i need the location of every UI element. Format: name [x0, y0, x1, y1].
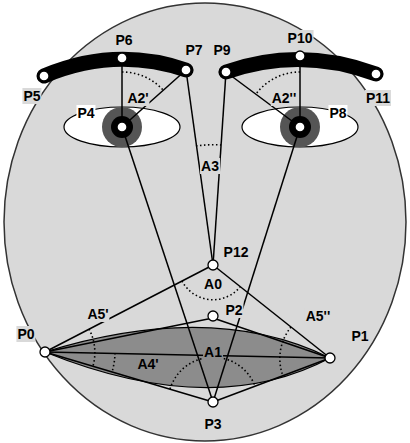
point-label: A1 [203, 344, 223, 360]
mouth [45, 327, 330, 387]
point-label: P5 [22, 88, 41, 104]
point-label: P2 [224, 302, 243, 318]
point-label: A5'' [305, 308, 332, 324]
point-label: P0 [16, 326, 35, 342]
point-label: A2' [126, 90, 149, 106]
point-label: A2'' [271, 90, 298, 106]
point-label: P11 [365, 90, 391, 106]
point-label: P8 [328, 105, 347, 121]
point-label: P4 [76, 105, 95, 121]
angle-arcs [89, 72, 300, 389]
point-label: P3 [203, 416, 222, 432]
point-label: A5' [86, 306, 109, 322]
point-label: P7 [184, 42, 203, 58]
point-label: P10 [287, 30, 314, 46]
eyebrow [226, 59, 376, 74]
point-label: A3 [200, 158, 220, 174]
point-label: P6 [114, 32, 133, 48]
eyebrow [44, 59, 186, 76]
point-label: P9 [212, 42, 231, 58]
face-outline [4, 3, 406, 441]
landmark-points [39, 51, 381, 407]
measure-lines [45, 60, 330, 402]
point-label: A4' [136, 356, 159, 372]
point-label: A0 [203, 276, 223, 292]
point-label: P12 [223, 244, 250, 260]
point-label: P1 [350, 328, 369, 344]
